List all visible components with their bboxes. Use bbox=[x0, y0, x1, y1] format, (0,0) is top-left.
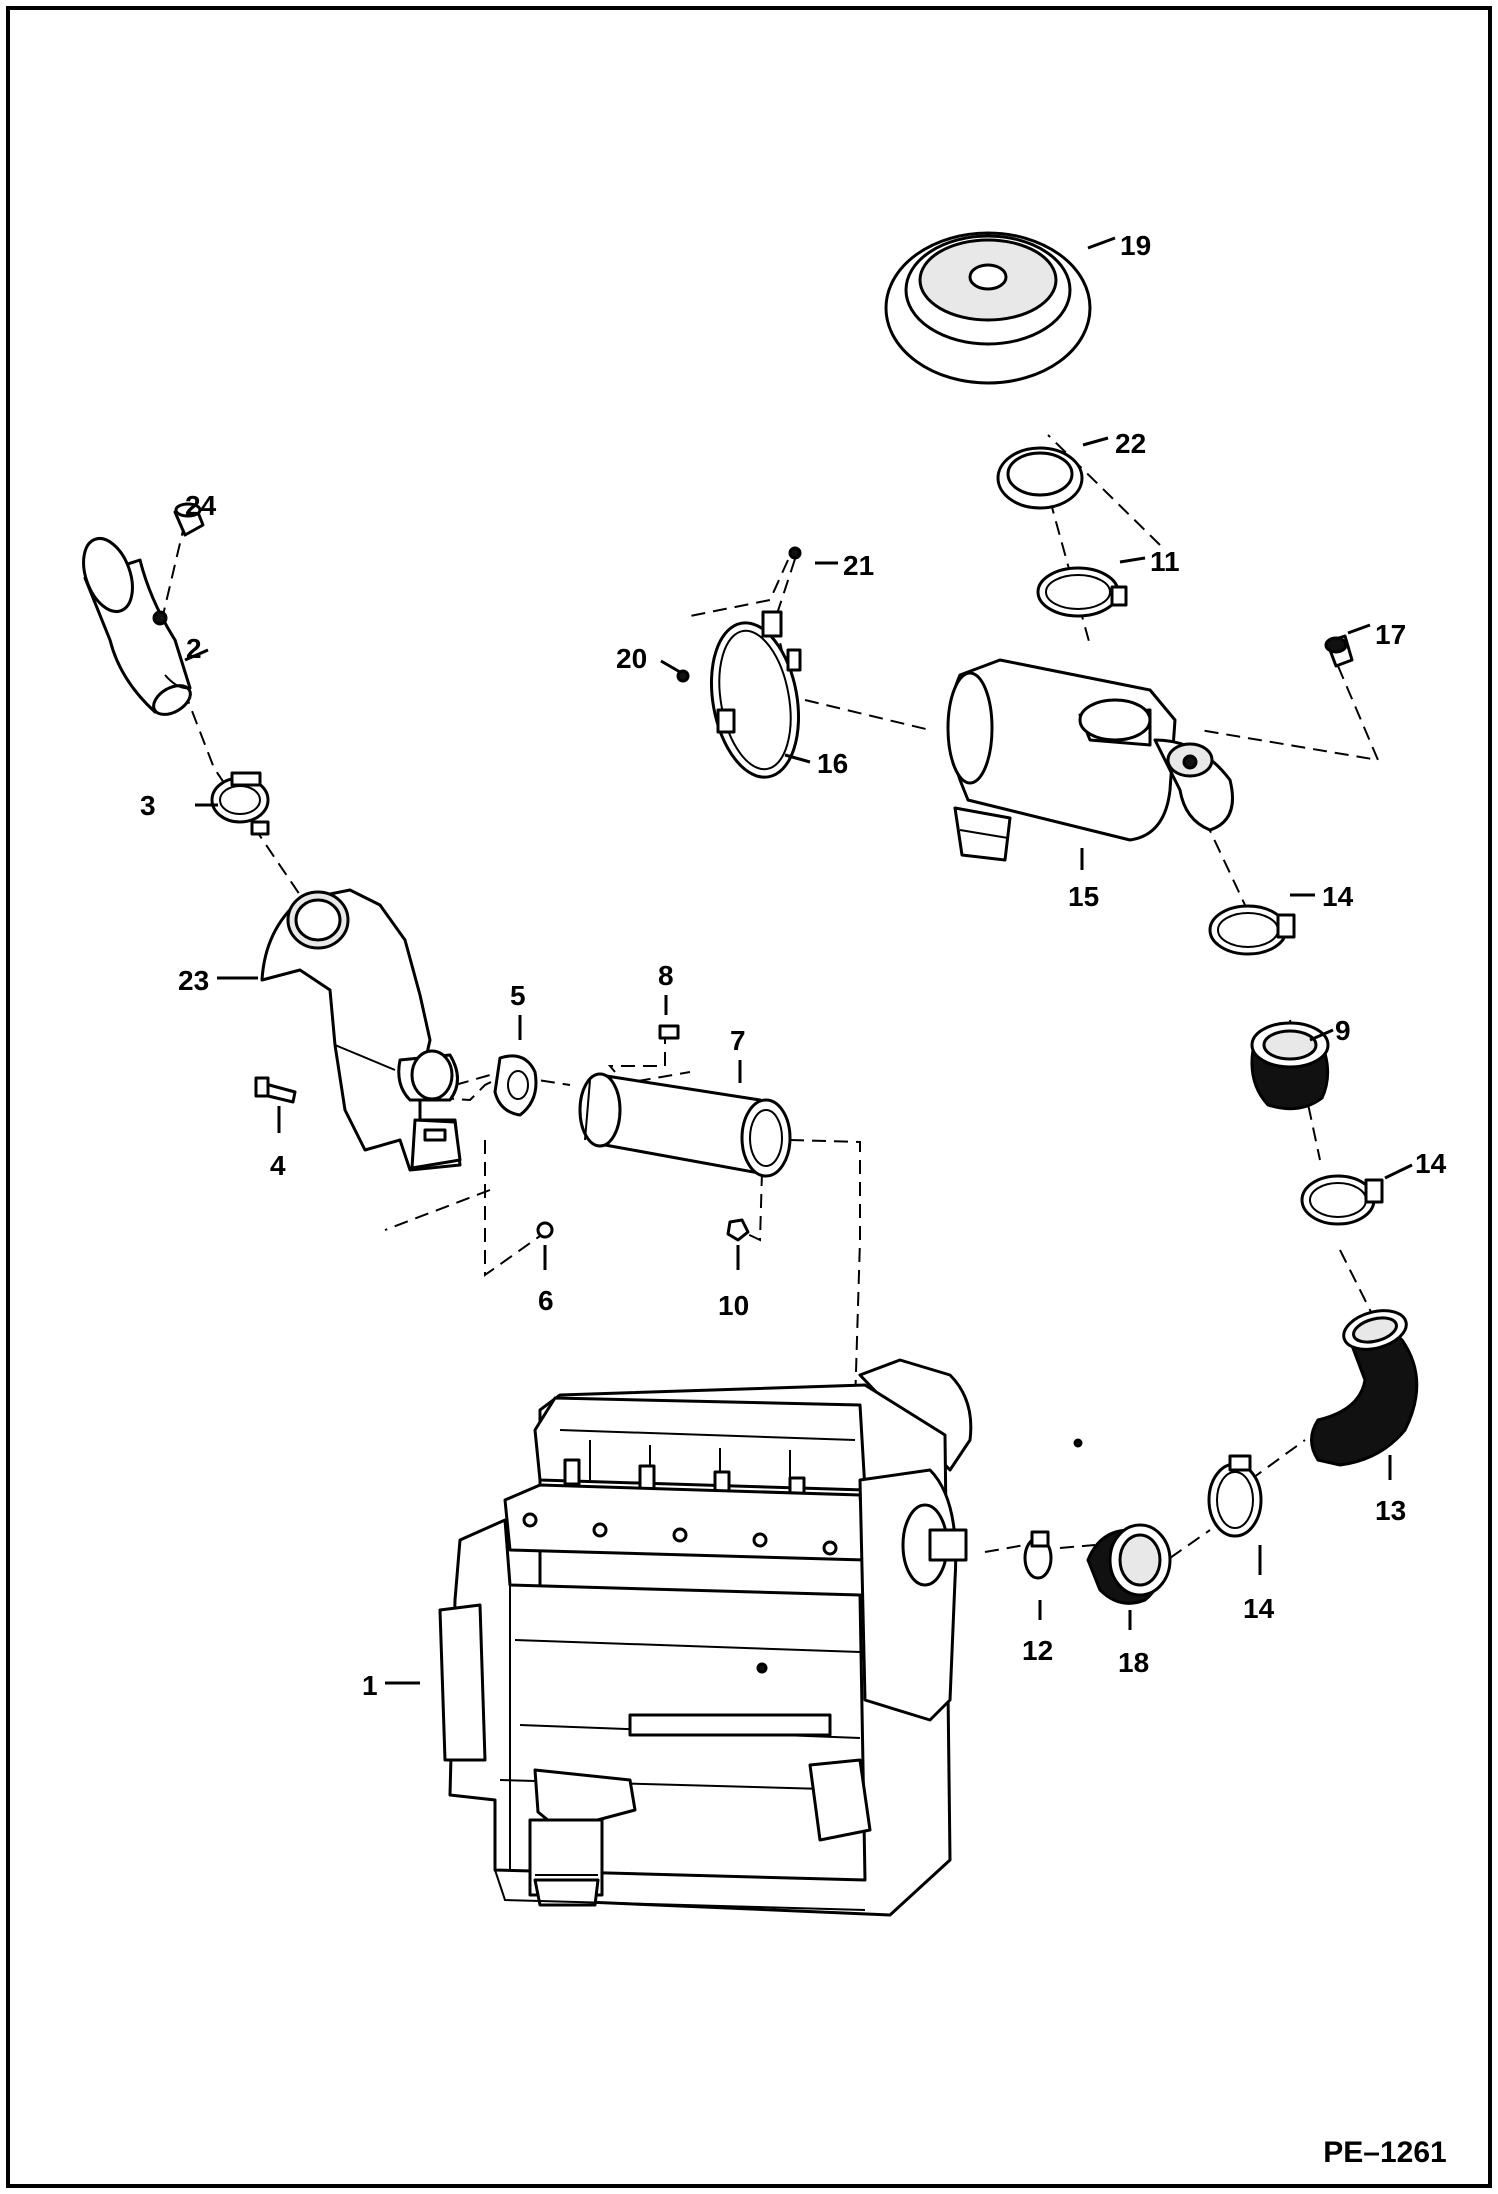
part-23-exhaust-elbow bbox=[260, 888, 462, 1172]
part-21-bolt bbox=[788, 546, 802, 560]
part-12-clamp bbox=[1023, 1530, 1053, 1580]
callouts: 19 22 11 21 20 17 24 2 16 15 14 3 23 4 5… bbox=[140, 230, 1447, 1701]
callout-14-lower: 14 bbox=[1243, 1593, 1275, 1624]
part-1-engine bbox=[438, 1358, 1083, 1917]
callout-4: 4 bbox=[270, 1150, 286, 1181]
part-13-elbow-hose bbox=[1310, 1309, 1419, 1467]
part-11-hose-clamp bbox=[1036, 566, 1128, 618]
callout-5: 5 bbox=[510, 980, 526, 1011]
part-14-clamp-upper bbox=[1208, 904, 1296, 956]
callout-20: 20 bbox=[616, 643, 647, 674]
leader-lines bbox=[184, 236, 1413, 1685]
callout-18: 18 bbox=[1118, 1647, 1149, 1678]
part-15-air-cleaner bbox=[946, 658, 1234, 862]
callout-16: 16 bbox=[817, 748, 848, 779]
callout-24: 24 bbox=[185, 490, 217, 521]
callout-21: 21 bbox=[843, 550, 874, 581]
callout-6: 6 bbox=[538, 1285, 554, 1316]
callout-17: 17 bbox=[1375, 619, 1406, 650]
part-7-muffler bbox=[578, 1072, 792, 1178]
part-6-nut bbox=[536, 1221, 554, 1239]
callout-12: 12 bbox=[1022, 1635, 1053, 1666]
part-16-band-clamp bbox=[709, 610, 802, 779]
callout-1: 1 bbox=[362, 1670, 378, 1701]
callout-14-middle: 14 bbox=[1415, 1148, 1447, 1179]
callout-19: 19 bbox=[1120, 230, 1151, 261]
callout-3: 3 bbox=[140, 790, 156, 821]
part-20-nut bbox=[676, 669, 690, 683]
callout-2: 2 bbox=[186, 633, 202, 664]
callout-22: 22 bbox=[1115, 428, 1146, 459]
part-4-bolt bbox=[254, 1076, 297, 1104]
part-24-rain-cap bbox=[173, 502, 205, 537]
part-14-clamp-middle bbox=[1300, 1174, 1384, 1226]
part-8-bolt bbox=[658, 1024, 680, 1040]
callout-11: 11 bbox=[1150, 546, 1180, 577]
callout-15: 15 bbox=[1068, 881, 1099, 912]
callout-13: 13 bbox=[1375, 1495, 1406, 1526]
callout-10: 10 bbox=[718, 1290, 749, 1321]
drawing-code: PE–1261 bbox=[1323, 2136, 1446, 2169]
part-5-gasket bbox=[493, 1054, 538, 1117]
part-14-clamp-lower bbox=[1207, 1454, 1263, 1538]
part-10-nut bbox=[726, 1218, 750, 1242]
callout-7: 7 bbox=[730, 1025, 746, 1056]
frame-border bbox=[6, 6, 1492, 2188]
part-19-dust-cap bbox=[884, 231, 1092, 385]
part-3-exhaust-clamp bbox=[210, 771, 270, 836]
part-2-tail-pipe bbox=[82, 537, 192, 716]
part-18-elbow bbox=[1086, 1523, 1172, 1605]
part-22-seal-ring bbox=[996, 446, 1084, 510]
callout-14-upper: 14 bbox=[1322, 881, 1354, 912]
callout-23: 23 bbox=[178, 965, 209, 996]
callout-9: 9 bbox=[1335, 1015, 1351, 1046]
part-9-hose bbox=[1250, 1021, 1330, 1111]
callout-8: 8 bbox=[658, 960, 674, 991]
part-17-fitting bbox=[1324, 634, 1354, 668]
